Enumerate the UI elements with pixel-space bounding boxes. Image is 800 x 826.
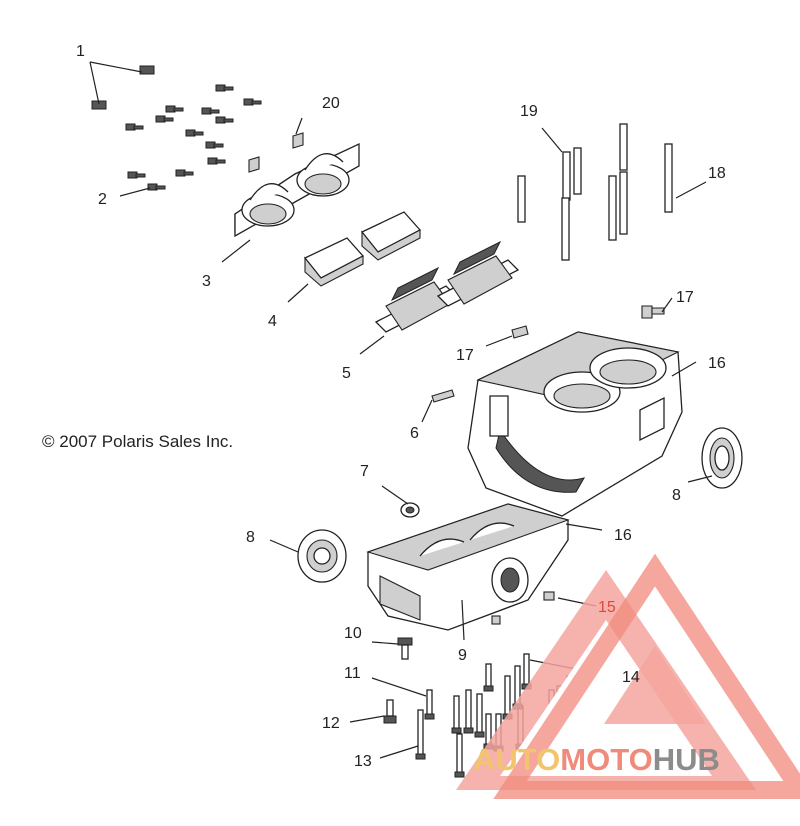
callout-19: 19: [520, 103, 538, 120]
watermark-part-moto: MOTO: [560, 742, 653, 777]
callout-12: 12: [322, 715, 340, 732]
callout-6: 6: [410, 425, 419, 442]
upper-crankcase: [467, 331, 683, 517]
callout-18: 18: [708, 165, 726, 182]
callout-14: 14: [622, 669, 640, 686]
callout-13: 13: [354, 753, 372, 770]
callout-1: 1: [76, 43, 85, 60]
callout-7: 7: [360, 463, 369, 480]
short-bolts: [383, 637, 413, 724]
dowel-pin: [431, 389, 455, 403]
hose-clamp-parts: [81, 65, 167, 138]
callout-15: 15: [598, 599, 616, 616]
plugs: [491, 591, 555, 625]
cylinder-studs: [517, 123, 673, 261]
small-bolts: [125, 84, 262, 191]
callout-3: 3: [202, 273, 211, 290]
seal-right: [701, 427, 743, 489]
callout-16-upper: 16: [708, 355, 726, 372]
callout-17-right: 17: [676, 289, 694, 306]
callout-labels: 1 2 3 4 5 6 7 8 8 9 10 11 12 13 14 15 16…: [76, 43, 726, 770]
fittings: [511, 305, 665, 339]
callout-11: 11: [344, 665, 361, 682]
lower-crankcase: [366, 503, 570, 631]
copyright-notice: © 2007 Polaris Sales Inc.: [42, 432, 234, 451]
watermark-wordmark: AUTOMOTOHUB: [473, 742, 720, 778]
reed-cage-gasket: [234, 142, 360, 238]
callout-5: 5: [342, 365, 351, 382]
callout-4: 4: [268, 313, 277, 330]
bracket-parts: [248, 132, 304, 173]
watermark-logo-graphic: [456, 553, 800, 799]
callout-10: 10: [344, 625, 362, 642]
seal-left: [297, 529, 347, 583]
reed-valve-blocks: [374, 240, 520, 333]
sealing-washer: [400, 502, 420, 518]
reed-petals: [303, 211, 422, 287]
watermark-part-auto: AUTO: [473, 742, 561, 777]
callout-2: 2: [98, 191, 107, 208]
callout-8-left: 8: [246, 529, 255, 546]
callout-17-left: 17: [456, 347, 474, 364]
callout-16-lower: 16: [614, 527, 632, 544]
callout-20: 20: [322, 95, 340, 112]
callout-8-right: 8: [672, 487, 681, 504]
watermark-part-hub: HUB: [652, 742, 720, 777]
callout-9: 9: [458, 647, 467, 664]
